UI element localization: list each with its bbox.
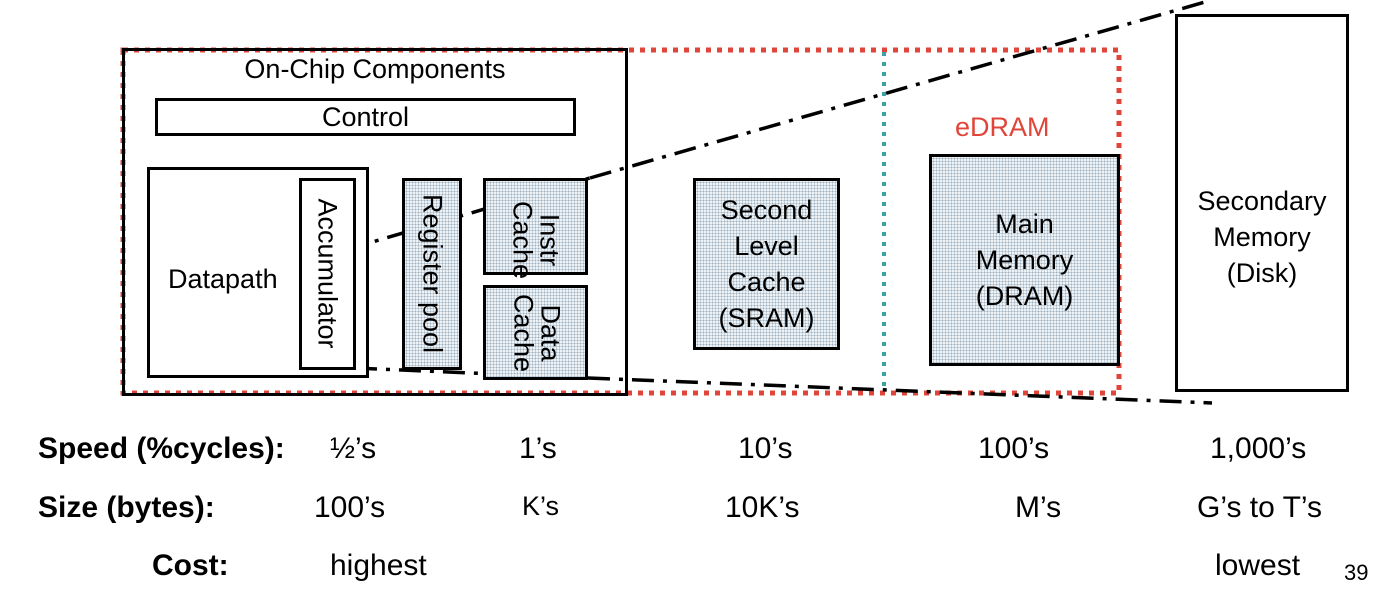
- data-cache-box: [483, 285, 588, 380]
- instr-cache-line-1: Instr: [534, 213, 565, 267]
- cost-low-value: lowest: [1215, 549, 1301, 582]
- data-cache-line-2: Cache: [508, 293, 539, 373]
- slc-line-1: Second: [720, 195, 813, 225]
- cost-row-label: Cost:: [152, 549, 229, 582]
- secondary-memory-line-2: Memory: [1213, 222, 1311, 252]
- control-label: Control: [321, 102, 410, 132]
- slc-line-4: (SRAM): [718, 303, 815, 333]
- edram-label: eDRAM: [955, 112, 1050, 142]
- instr-cache-label: Instr Cache: [507, 192, 565, 289]
- main-memory-line-2: Memory: [975, 245, 1074, 275]
- cost-high-value: highest: [330, 549, 427, 582]
- speed-value-5: 1,000’s: [1210, 432, 1307, 465]
- on-chip-components-box: [122, 48, 628, 396]
- size-value-2: K’s: [522, 491, 560, 521]
- second-level-cache-box: Second Level Cache (SRAM): [693, 178, 840, 350]
- expansion-line-bottom-right: [587, 376, 1213, 405]
- speed-value-2: 1’s: [519, 432, 557, 465]
- register-pool-label: Register pool: [417, 193, 448, 354]
- size-value-4: M’s: [1015, 491, 1062, 524]
- data-cache-label: Data Cache: [508, 286, 566, 381]
- speed-value-1: ½’s: [330, 432, 377, 465]
- control-box: Control: [155, 98, 576, 136]
- speed-value-4: 100’s: [978, 432, 1050, 465]
- accumulator-label: Accumulator: [312, 198, 343, 349]
- main-memory-line-3: (DRAM): [975, 281, 1074, 311]
- data-cache-line-1: Data: [535, 304, 566, 362]
- size-value-5: G’s to T’s: [1197, 491, 1323, 524]
- accumulator-box: [299, 178, 356, 370]
- speed-row-label: Speed (%cycles):: [38, 432, 285, 465]
- instr-cache-line-2: Cache: [507, 200, 538, 280]
- datapath-label: Datapath: [168, 264, 278, 294]
- secondary-memory-line-1: Secondary: [1197, 186, 1327, 216]
- main-memory-line-1: Main: [995, 209, 1054, 239]
- size-value-1: 100’s: [314, 491, 386, 524]
- register-pool-box: [402, 178, 462, 370]
- size-row-label: Size (bytes):: [38, 491, 215, 524]
- main-memory-box: Main Memory (DRAM): [929, 154, 1120, 366]
- speed-value-3: 10’s: [738, 432, 793, 465]
- on-chip-title: On-Chip Components: [244, 54, 506, 84]
- secondary-memory-box: Secondary Memory (Disk): [1175, 14, 1349, 392]
- slc-line-2: Level: [734, 231, 799, 261]
- secondary-memory-line-3: (Disk): [1226, 258, 1298, 288]
- slc-line-3: Cache: [727, 267, 806, 297]
- instr-cache-box: [483, 178, 588, 275]
- expansion-line-top-right: [589, 0, 1213, 180]
- page-number: 39: [1344, 560, 1369, 585]
- size-value-3: 10K’s: [725, 491, 800, 524]
